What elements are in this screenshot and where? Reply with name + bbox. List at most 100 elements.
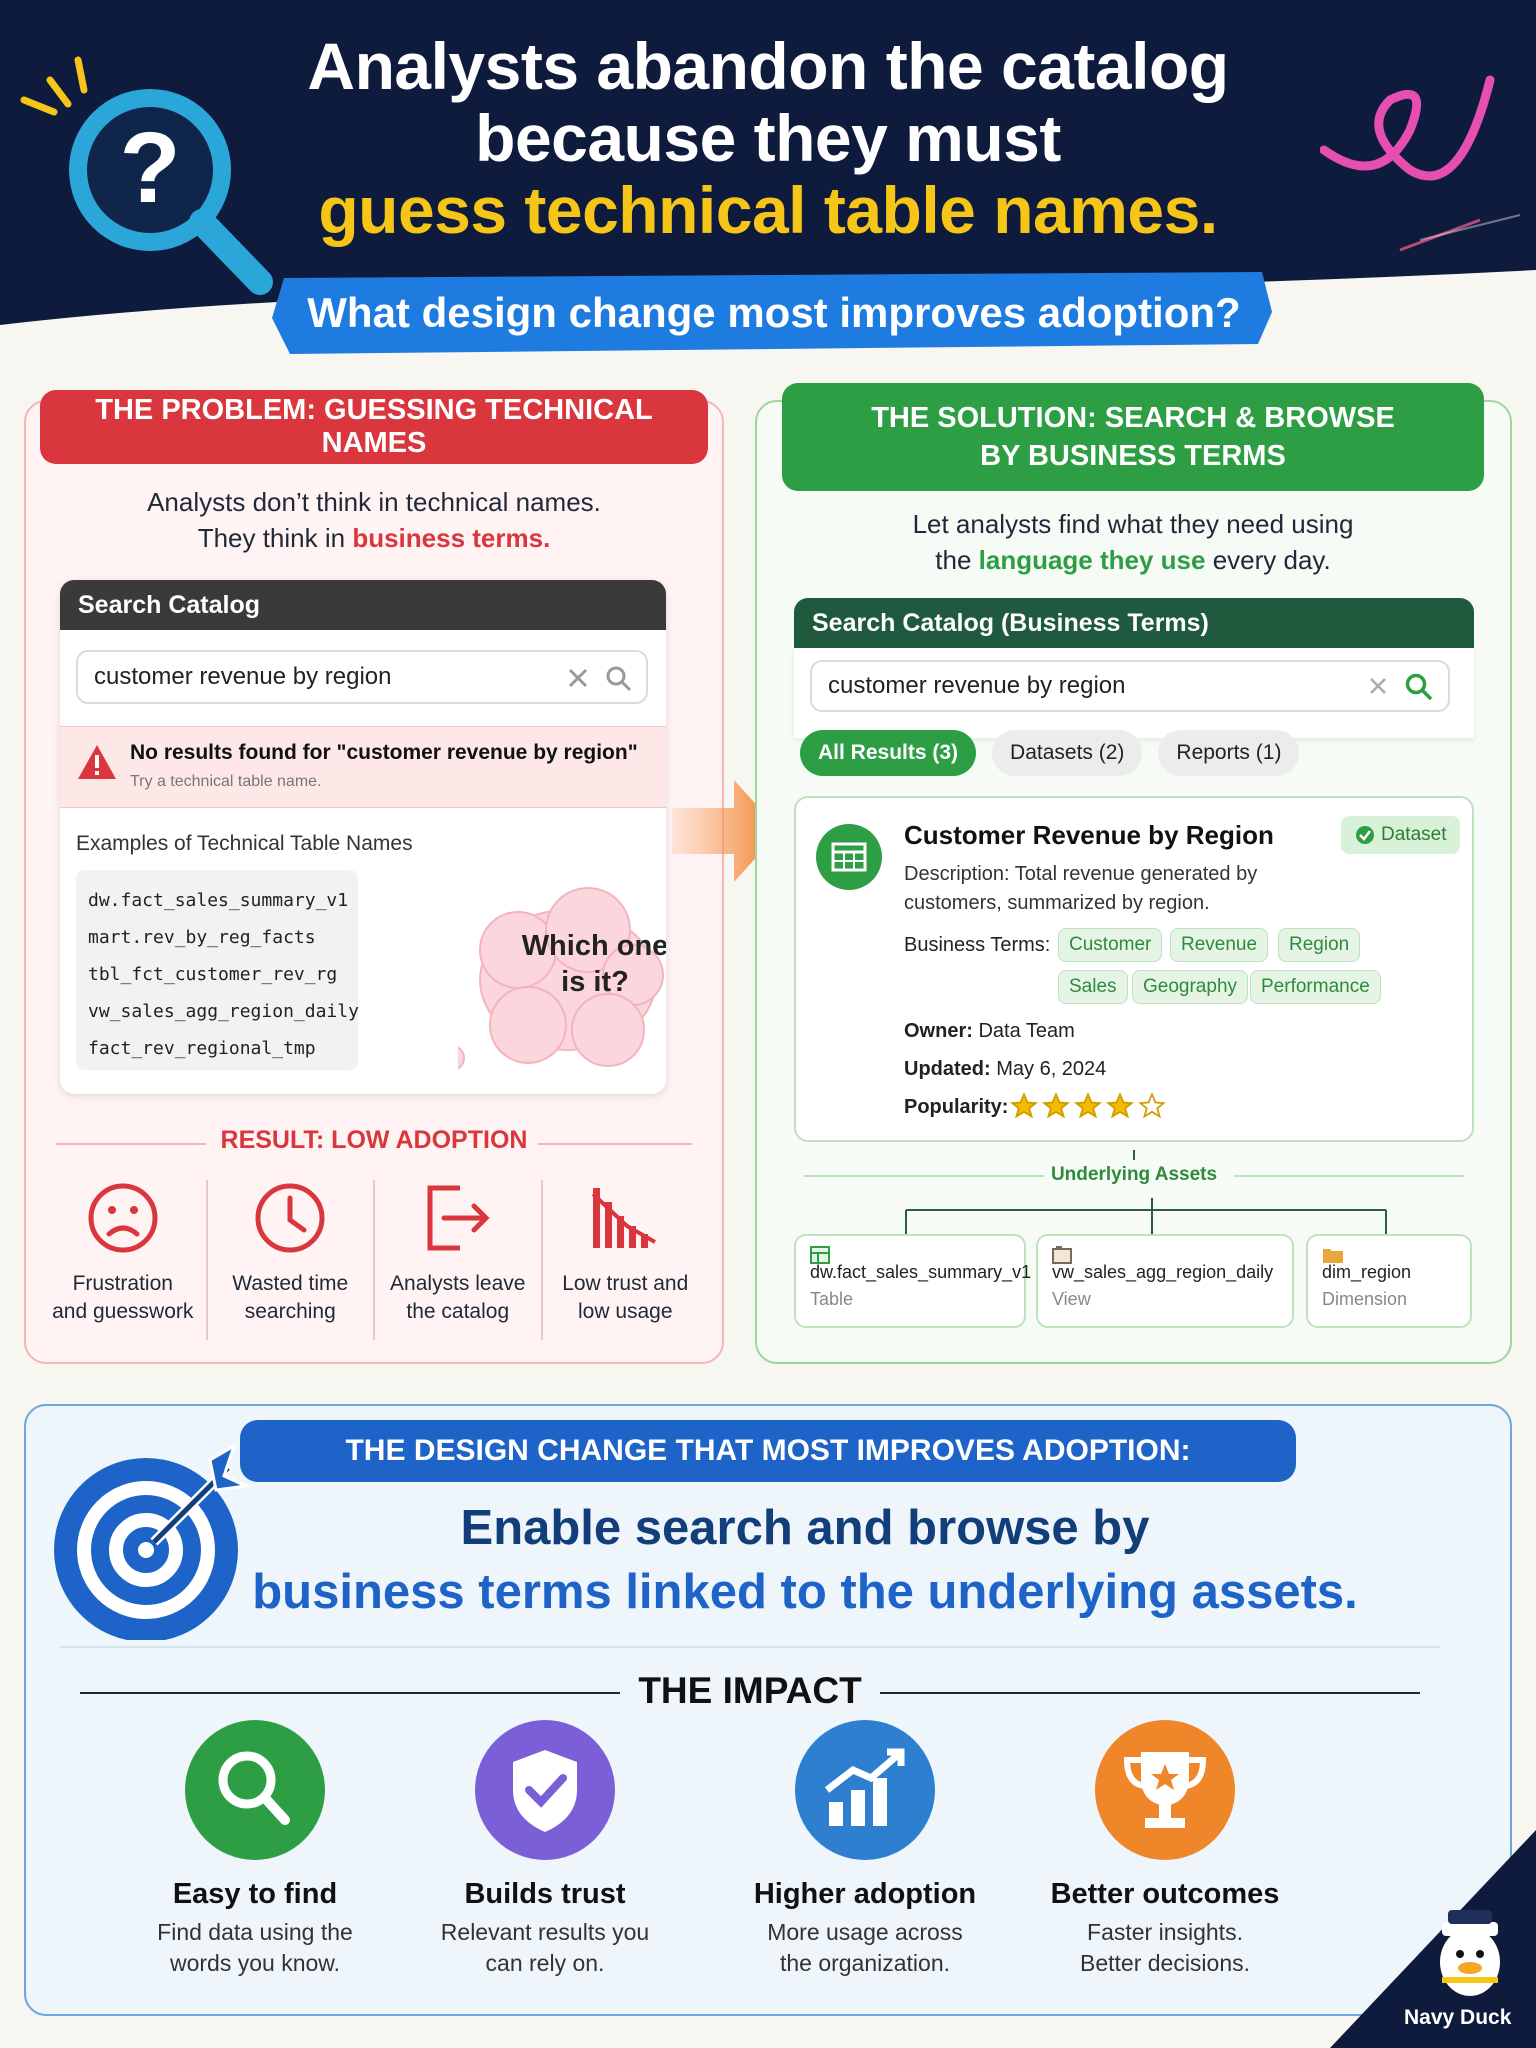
thought-cloud xyxy=(458,887,664,1070)
result-heading: RESULT: LOW ADOPTION xyxy=(40,1126,708,1160)
impact-desc: Better decisions. xyxy=(1079,1950,1251,1976)
technical-name: mart.rev_by_reg_facts xyxy=(88,927,316,948)
header-background xyxy=(0,0,1536,325)
problem-intro-line-1: Analysts don’t think in technical names. xyxy=(147,487,601,517)
term-chip[interactable]: Revenue xyxy=(1170,928,1269,962)
popularity-row: Popularity: xyxy=(904,1096,1008,1119)
clear-icon[interactable] xyxy=(564,664,592,692)
search-card-title: Search Catalog (Business Terms) xyxy=(794,598,1474,648)
technical-name: fact_rev_regional_tmp xyxy=(88,1038,316,1059)
result-label: RESULT: LOW ADOPTION xyxy=(220,1126,528,1154)
star-filled-icon xyxy=(1042,1092,1070,1119)
asset-type: View xyxy=(1052,1289,1091,1309)
badge-label: Dataset xyxy=(1381,824,1447,845)
term-chip[interactable]: Sales xyxy=(1058,970,1128,1004)
clear-icon[interactable] xyxy=(1364,672,1392,700)
effect-line: low usage xyxy=(577,1300,673,1323)
term-chip[interactable]: Customer xyxy=(1058,928,1163,962)
intro-prefix: the xyxy=(935,545,979,575)
asset-card[interactable]: dim_region Dimension xyxy=(1306,1234,1472,1328)
arrow-right-icon xyxy=(672,780,780,882)
description-text: Total revenue generated by customers, su… xyxy=(904,863,1258,914)
intro-highlight: language they use xyxy=(978,545,1206,575)
technical-name: tbl_fct_customer_rev_rg xyxy=(88,964,338,985)
impact-desc: Relevant results you xyxy=(440,1919,650,1945)
asset-type: Table xyxy=(810,1289,854,1309)
star-empty-icon xyxy=(1138,1092,1166,1119)
technical-name: vw_sales_agg_region_daily xyxy=(88,1001,359,1022)
statement-line-1: Enable search and browse by xyxy=(460,1501,1150,1555)
squiggle-decoration xyxy=(1320,75,1495,181)
solution-intro-line-1: Let analysts find what they need using xyxy=(912,509,1354,539)
impact-item: Better outcomes Faster insights.Better d… xyxy=(1020,1720,1310,1979)
updated-row: Updated: May 6, 2024 xyxy=(904,1058,1106,1081)
underlying-assets-label: Underlying Assets xyxy=(1050,1164,1218,1185)
search-input[interactable]: customer revenue by region xyxy=(810,660,1450,712)
impact-heading: THE IMPACT xyxy=(80,1670,1420,1714)
asset-card[interactable]: dw.fact_sales_summary_v1 Table xyxy=(794,1234,1031,1328)
warning-icon xyxy=(78,745,116,779)
term-chip[interactable]: Geography xyxy=(1132,970,1249,1004)
search-result-card[interactable]: Customer Revenue by Region Dataset Descr… xyxy=(794,796,1474,1142)
updated-label: Updated: xyxy=(904,1058,991,1080)
problem-intro: Analysts don’t think in technical names.… xyxy=(40,484,708,556)
impact-title: Better outcomes xyxy=(1050,1878,1280,1910)
design-change-section xyxy=(24,1404,1512,2016)
asset-card[interactable]: vw_sales_agg_region_daily View xyxy=(1036,1234,1294,1328)
term-chip[interactable]: Performance xyxy=(1250,970,1381,1004)
effect-line: Frustration xyxy=(72,1272,173,1295)
subtitle-banner: What design change most improves adoptio… xyxy=(272,272,1276,354)
search-card-title: Search Catalog xyxy=(60,580,666,630)
dataset-table-icon xyxy=(816,824,882,890)
impact-title: THE IMPACT xyxy=(638,1670,862,1711)
no-results-text: No results found for "customer revenue b… xyxy=(130,741,638,764)
search-input[interactable]: customer revenue by region xyxy=(76,650,648,704)
folder-icon xyxy=(1323,1249,1343,1263)
term-chip[interactable]: Region xyxy=(1278,928,1361,962)
intro-suffix: every day. xyxy=(1205,545,1331,575)
search-catalog-card: Search Catalog customer revenue by regio… xyxy=(60,580,666,1094)
impact-title: Higher adoption xyxy=(753,1878,977,1910)
exit-icon xyxy=(427,1185,490,1251)
search-icon[interactable] xyxy=(1404,672,1434,702)
result-title[interactable]: Customer Revenue by Region xyxy=(904,820,1274,850)
table-icon xyxy=(810,1246,830,1264)
effect-line: searching xyxy=(244,1300,336,1323)
intro-highlight: business terms. xyxy=(352,523,551,553)
tab-datasets[interactable]: Datasets (2) xyxy=(992,730,1143,776)
design-change-banner: THE DESIGN CHANGE THAT MOST IMPROVES ADO… xyxy=(240,1420,1296,1482)
search-value: customer revenue by region xyxy=(94,663,392,690)
search-icon[interactable] xyxy=(604,664,632,692)
sad-face-icon xyxy=(88,1183,158,1253)
impact-desc: the organization. xyxy=(779,1950,951,1976)
growth-chart-icon xyxy=(795,1720,935,1860)
solution-title-line: BY BUSINESS TERMS xyxy=(980,440,1286,472)
solution-intro-line-2: the language they use every day. xyxy=(782,542,1484,578)
star-filled-icon xyxy=(1074,1092,1102,1119)
divider xyxy=(60,1646,1440,1648)
search-value: customer revenue by region xyxy=(828,672,1126,699)
brand-corner xyxy=(1330,1830,1536,2048)
title-line-1: Analysts abandon the catalog xyxy=(307,29,1229,103)
impact-desc: Find data using the xyxy=(157,1919,353,1945)
brush-banner-shape xyxy=(272,272,1272,354)
tab-all-results[interactable]: All Results (3) xyxy=(800,730,977,776)
problem-intro-line-2: They think in business terms. xyxy=(40,520,708,556)
solution-title-line: THE SOLUTION: SEARCH & BROWSE xyxy=(871,402,1395,434)
tab-reports[interactable]: Reports (1) xyxy=(1158,730,1300,776)
no-results-hint: Try a technical table name. xyxy=(130,773,322,790)
business-search-card: Search Catalog (Business Terms) customer… xyxy=(794,598,1474,1146)
description-label: Description: xyxy=(904,863,1010,885)
impact-desc: words you know. xyxy=(169,1950,341,1976)
thought-line-2: is it? xyxy=(561,966,629,998)
thought-text: Which one is it? xyxy=(500,928,666,1000)
owner-label: Owner: xyxy=(904,1020,973,1042)
